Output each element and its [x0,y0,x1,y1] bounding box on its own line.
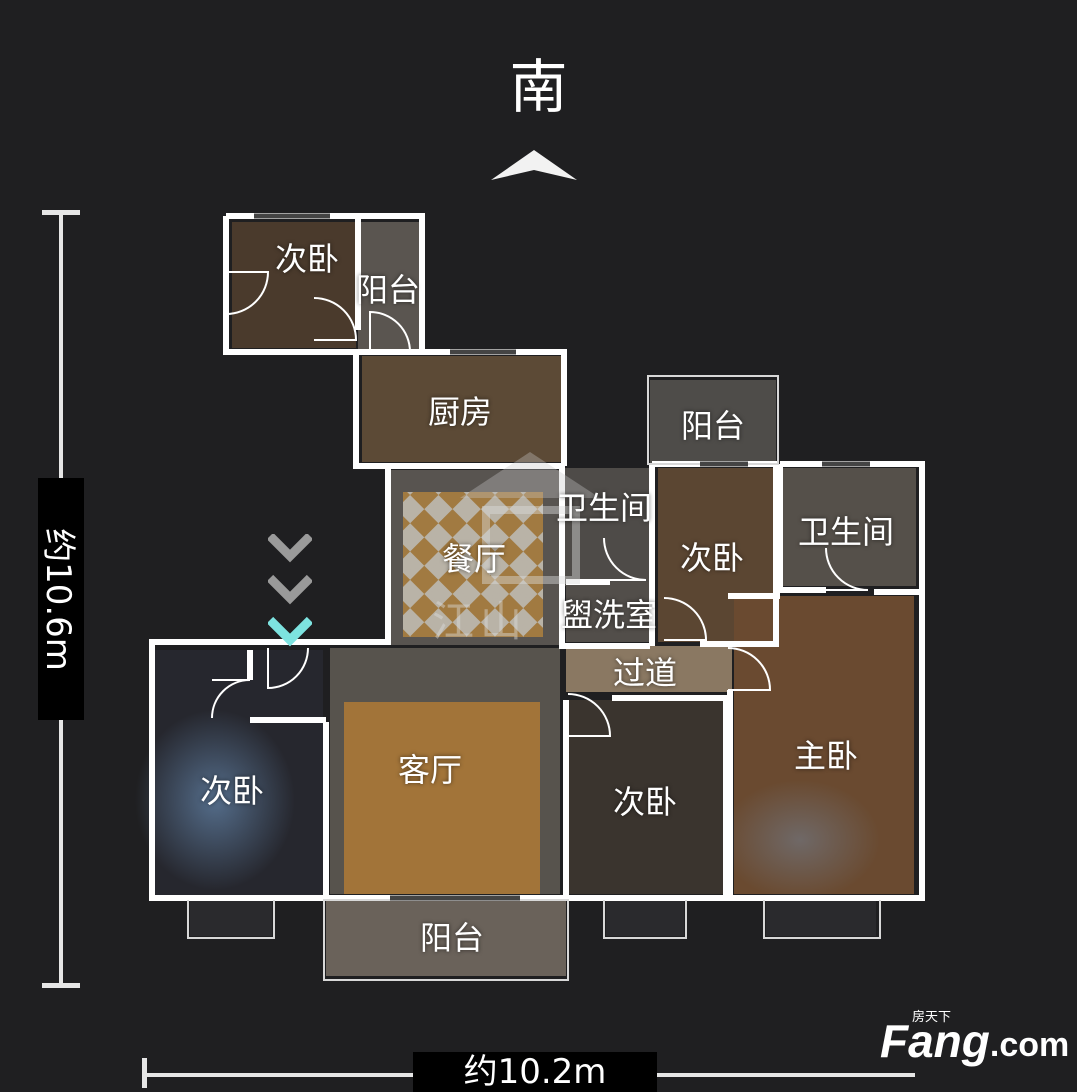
label-balcony-bottom: 阳台 [419,919,485,957]
bay-window-s [606,898,684,936]
label-living: 客厅 [397,751,463,789]
floor-bath-2 [782,468,916,586]
label-bedroom-s: 次卧 [612,783,678,821]
label-bath-2: 卫生间 [797,513,895,551]
windows [254,213,870,901]
height-ruler-cap-top [42,210,80,215]
developer-watermark: 江山 [432,597,529,646]
label-laundry: 盥洗室 [560,596,658,634]
height-dimension-box: 约10.6m [38,478,84,720]
floor-kitchen [362,356,562,462]
fang-logo-main: Fang [880,1015,990,1067]
floor-balcony-nw [358,222,420,350]
label-bedroom-nw: 次卧 [274,240,340,278]
floor-bedroom-s [568,700,726,894]
label-kitchen: 厨房 [427,393,493,431]
floor-bath-1 [562,468,650,586]
floor-bedroom-nw [232,222,356,348]
floor-master-glow [720,780,880,900]
label-hallway: 过道 [612,654,678,692]
label-master: 主卧 [793,737,859,775]
door-swings [211,271,869,737]
floor-hallway [566,646,732,692]
label-bedroom-w: 次卧 [199,772,265,810]
bay-window-master [766,898,876,936]
floor-bedroom-w-glow [135,710,295,890]
north-arrow-icon [491,150,577,180]
bay-window-w [190,898,272,936]
entrance-arrow-icon [268,534,312,647]
label-dining: 餐厅 [441,540,507,578]
room-floors [135,222,916,976]
floor-laundry [566,582,650,642]
height-ruler-cap-bottom [42,983,80,988]
width-ruler-cap-left [142,1058,147,1088]
floor-living-rug [344,702,540,894]
fang-logo-suffix: .com [989,1026,1070,1064]
floor-balcony-bottom [326,900,566,976]
label-balcony-top: 阳台 [680,407,746,445]
fang-logo: Fang .com [880,1018,1069,1064]
label-bath-1: 卫生间 [555,489,653,527]
house-watermark [460,452,600,584]
fang-watermark-cn: 房天下 [912,1010,952,1025]
floor-balcony-top [650,380,776,464]
label-bedroom-mid: 次卧 [679,539,745,577]
label-balcony-nw: 阳台 [355,271,421,309]
compass-label: 南 [509,53,568,121]
floor-dining-rug [403,492,543,637]
walls [149,213,925,901]
